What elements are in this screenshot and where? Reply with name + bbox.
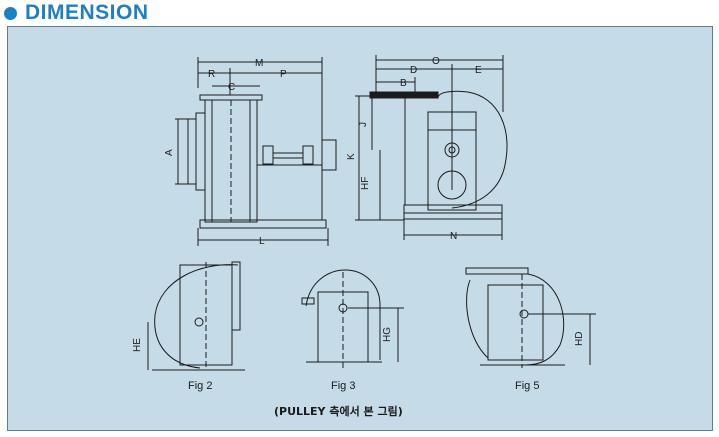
label-E: E: [475, 65, 482, 76]
caption-fig2: Fig 2: [188, 380, 212, 392]
label-HE: HE: [132, 338, 143, 352]
label-R: R: [208, 69, 215, 80]
label-D: D: [410, 65, 417, 76]
label-HG: HG: [382, 327, 393, 342]
caption-fig3: Fig 3: [331, 380, 355, 392]
front-view: [355, 55, 508, 240]
label-M: M: [255, 58, 263, 69]
caption-fig5: Fig 5: [515, 380, 539, 392]
section-header: DIMENSION: [4, 0, 149, 26]
label-B: B: [400, 78, 407, 89]
label-P: P: [280, 69, 287, 80]
side-view: [175, 57, 337, 246]
label-A: A: [164, 149, 175, 156]
label-J: J: [358, 122, 369, 127]
label-C: C: [228, 82, 235, 93]
label-O: O: [432, 56, 440, 67]
section-title: DIMENSION: [25, 1, 149, 24]
label-K: K: [346, 153, 357, 160]
bullet-icon: [4, 6, 17, 20]
label-HD: HD: [574, 332, 585, 346]
fig3-view: [301, 269, 404, 368]
label-HF: HF: [360, 177, 371, 190]
fig2-view: [147, 261, 245, 371]
fig5-view: [465, 267, 596, 368]
label-N: N: [450, 231, 457, 242]
dimension-drawing-panel: [7, 26, 713, 431]
pulley-view-note: (PULLEY 측에서 본 그림): [274, 404, 403, 418]
label-L: L: [259, 236, 265, 247]
